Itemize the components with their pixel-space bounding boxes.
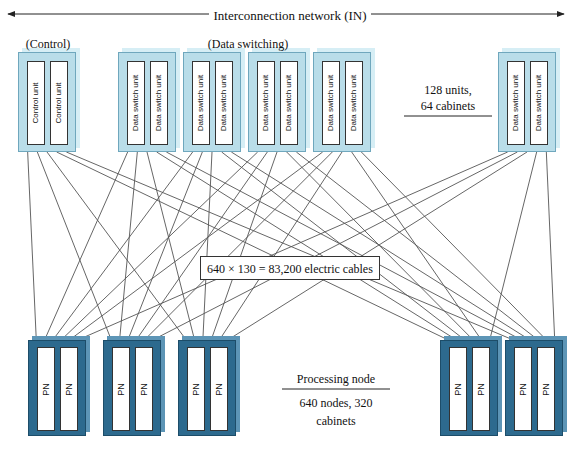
node-text: PN [139, 383, 148, 396]
label-text: Interconnection network (IN) [209, 8, 370, 23]
electric-cable [546, 152, 554, 340]
processing-node-unit: PN [537, 347, 555, 431]
node-text: Data switch unit [512, 75, 520, 131]
electric-cable [211, 152, 277, 340]
switch-cabinet: Data switch unit Data switch unit [313, 52, 371, 152]
processing-node-unit: PN [135, 347, 153, 431]
electric-cable [78, 152, 508, 340]
node-text: PN [476, 383, 485, 396]
switch-unit: Data switch unit [127, 61, 145, 145]
switch-unit: Data switch unit [215, 61, 233, 145]
switch-cabinet: Control unit Control unit [18, 52, 76, 152]
node-cabinet: PN PN [103, 340, 161, 436]
electric-cable [231, 152, 530, 340]
label-text: 640 nodes, 320 cabinets [300, 396, 373, 428]
switch-unit: Data switch unit [257, 61, 275, 145]
switch-unit: Data switch unit [192, 61, 210, 145]
electric-cable [144, 152, 332, 340]
electric-cable [361, 152, 546, 340]
electric-cable [296, 152, 538, 340]
node-cabinet: PN PN [178, 340, 236, 436]
processing-node-unit: PN [514, 347, 532, 431]
label-text: (Control) [26, 37, 71, 51]
electric-cable [61, 152, 258, 340]
count-label: 640 nodes, 320 cabinets [288, 393, 384, 429]
label-text: 128 units, [424, 83, 471, 97]
node-text: Data switch unit [350, 75, 358, 131]
count-label: 64 cabinets [400, 96, 496, 114]
electric-cable [166, 152, 521, 340]
label-text: 64 cabinets [421, 99, 475, 113]
node-text: PN [191, 383, 200, 396]
electric-cable [136, 152, 267, 340]
node-text: PN [518, 383, 527, 396]
electric-cable [28, 152, 37, 340]
switch-unit: Data switch unit [322, 61, 340, 145]
node-text: Data switch unit [285, 75, 293, 131]
label-text: Processing node [297, 372, 375, 386]
node-text: Data switch unit [197, 75, 205, 131]
count-label: 128 units, [400, 80, 496, 98]
node-text: PN [541, 383, 550, 396]
fraction-rule [282, 389, 390, 390]
group-label: (Control) [8, 34, 88, 52]
electric-cable [69, 152, 322, 340]
node-text: Data switch unit [220, 75, 228, 131]
node-label: Processing node [278, 369, 394, 387]
node-text: PN [41, 383, 50, 396]
electric-cable [228, 152, 527, 340]
node-text: PN [214, 383, 223, 396]
processing-node-unit: PN [112, 347, 130, 431]
electric-cable [490, 152, 537, 340]
node-text: PN [453, 383, 462, 396]
switch-cabinet: Data switch unit Data switch unit [498, 52, 556, 152]
node-text: 640 × 130 = 83,200 electric cables [207, 262, 373, 276]
node-cabinet: PN PN [28, 340, 86, 436]
electric-cable [128, 152, 202, 340]
processing-node-unit: PN [472, 347, 490, 431]
node-text: Data switch unit [132, 75, 140, 131]
processing-node-unit: PN [60, 347, 78, 431]
processing-node-unit: PN [37, 347, 55, 431]
electric-cable [53, 152, 193, 340]
switch-cabinet: Data switch unit Data switch unit [118, 52, 176, 152]
switch-unit: Data switch unit [150, 61, 168, 145]
switch-unit: Data switch unit [530, 61, 548, 145]
control-unit: Control unit [27, 61, 45, 145]
processing-node-unit: PN [187, 347, 205, 431]
electric-cable [219, 152, 342, 340]
cable-count-box: 640 × 130 = 83,200 electric cables [200, 256, 380, 280]
group-label: (Data switching) [183, 34, 313, 52]
control-unit: Control unit [50, 61, 68, 145]
electric-cable [287, 152, 473, 340]
node-text: Data switch unit [327, 75, 335, 131]
switch-unit: Data switch unit [345, 61, 363, 145]
electric-cable [66, 152, 513, 340]
node-text: Data switch unit [262, 75, 270, 131]
processing-node-unit: PN [210, 347, 228, 431]
electric-cable [147, 152, 195, 340]
node-cabinet: PN PN [440, 340, 498, 436]
switch-unit: Data switch unit [280, 61, 298, 145]
electric-cable [45, 152, 128, 340]
fraction-rule [404, 116, 492, 117]
node-text: Control unit [32, 83, 40, 124]
label-text: (Data switching) [208, 37, 288, 51]
electric-cable [153, 152, 518, 340]
node-text: Control unit [55, 83, 63, 124]
switch-cabinet: Data switch unit Data switch unit [248, 52, 306, 152]
node-text: Data switch unit [155, 75, 163, 131]
node-text: PN [116, 383, 125, 396]
processing-node-unit: PN [449, 347, 467, 431]
network-heading: Interconnection network (IN) [140, 6, 440, 24]
node-text: PN [64, 383, 73, 396]
node-cabinet: PN PN [505, 340, 563, 436]
switch-unit: Data switch unit [507, 61, 525, 145]
node-text: Data switch unit [535, 75, 543, 131]
electric-cable [222, 152, 465, 340]
switch-cabinet: Data switch unit Data switch unit [183, 52, 241, 152]
